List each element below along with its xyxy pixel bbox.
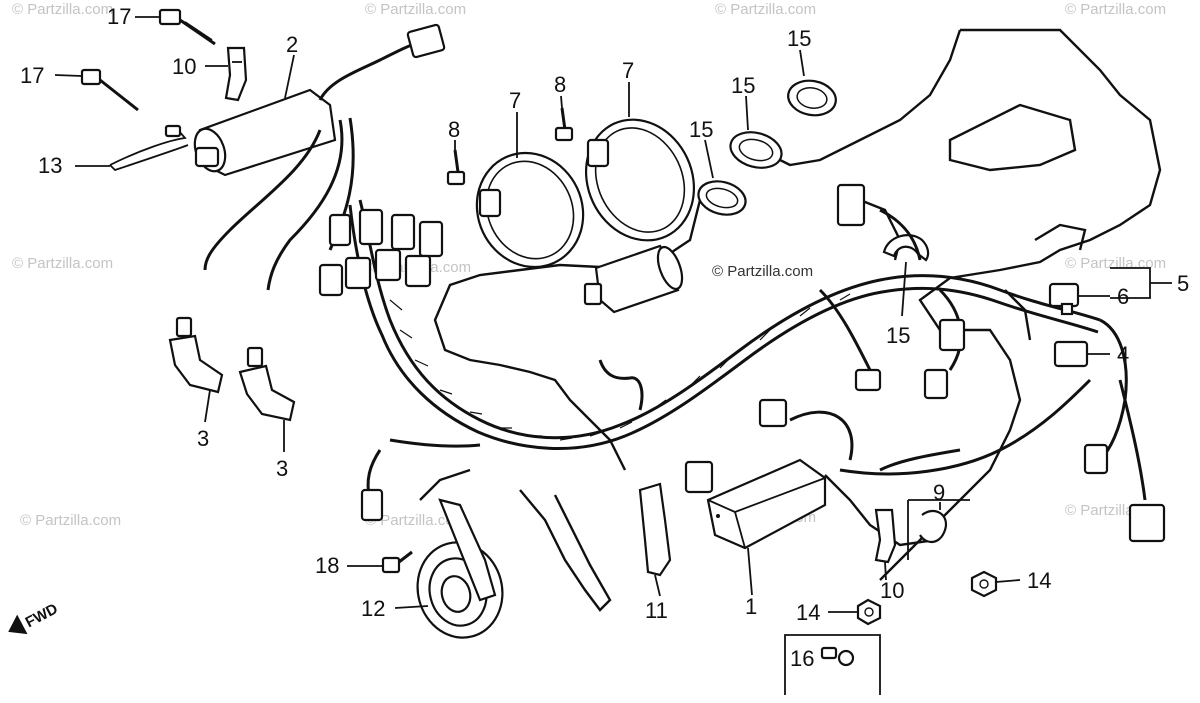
- wire-harness: [348, 199, 1147, 501]
- spark-plug-cap-3-left: [168, 316, 224, 394]
- clamp-15-a: [697, 180, 747, 216]
- watermarks: © Partzilla.com © Partzilla.com © Partzi…: [12, 1, 1166, 529]
- nut-14-right: [970, 570, 998, 598]
- callout-16: 16: [790, 646, 814, 671]
- callout-12: 12: [361, 596, 385, 621]
- clip-10-upper: [224, 46, 248, 102]
- callout-15: 15: [689, 117, 713, 142]
- wire-clip-13: [109, 124, 189, 172]
- band-7-left: [475, 151, 585, 269]
- leader-lines: [54, 16, 1110, 613]
- clamp-15-c: [787, 79, 837, 117]
- clamp-15-d: [882, 234, 930, 262]
- callout-18: 18: [315, 553, 339, 578]
- bolt-17-lower: [80, 68, 139, 112]
- callout-11: 11: [645, 598, 668, 623]
- igniter-unit-1: [706, 458, 827, 550]
- connector-cluster: [318, 183, 1166, 543]
- callout-14: 14: [1027, 568, 1051, 593]
- nut-14-bottom: [856, 598, 882, 626]
- bolt-18: [381, 550, 413, 574]
- bracket-11: [638, 482, 672, 577]
- callout-15: 15: [886, 323, 910, 348]
- callout-4: 4: [1117, 342, 1129, 367]
- callout-1: 1: [745, 594, 757, 619]
- callout-2: 2: [286, 32, 298, 57]
- callout-9: 9: [933, 480, 945, 505]
- fwd-arrow-icon: [8, 614, 28, 635]
- fwd-label: FWD: [23, 600, 61, 631]
- fwd-arrow-indicator: FWD: [8, 600, 61, 635]
- watermark-text: © Partzilla.com: [12, 255, 113, 272]
- callout-7: 7: [509, 88, 521, 113]
- callout-3: 3: [276, 456, 288, 481]
- module-cylinder: [583, 244, 684, 314]
- relay-6: [1048, 282, 1080, 316]
- callout-7: 7: [622, 58, 634, 83]
- callout-15: 15: [787, 26, 811, 51]
- callout-3: 3: [197, 426, 209, 451]
- callout-8: 8: [448, 117, 460, 142]
- callout-15: 15: [731, 73, 755, 98]
- horn-12: [416, 498, 504, 639]
- clamp-15-b: [729, 131, 783, 169]
- callout-10: 10: [172, 54, 196, 79]
- watermark-text: © Partzilla.com: [365, 512, 466, 529]
- callout-10: 10: [880, 578, 904, 603]
- ignition-coil-2: [193, 23, 446, 291]
- watermark-text: © Partzilla.com: [12, 1, 113, 18]
- callout-5: 5: [1177, 271, 1189, 296]
- watermark-text: © Partzilla.com: [365, 1, 466, 18]
- watermark-text: © Partzilla.com: [1065, 1, 1166, 18]
- callout-13: 13: [38, 153, 62, 178]
- watermark-text: © Partzilla.com: [1065, 255, 1166, 272]
- clip-9-bracket: [907, 499, 970, 560]
- watermark-center-text: © Partzilla.com: [712, 263, 813, 280]
- callout-17: 17: [107, 4, 131, 29]
- clip-10-lower: [874, 508, 897, 564]
- screw-8-left: [446, 149, 466, 186]
- callout-6: 6: [1117, 284, 1129, 309]
- callout-17: 17: [20, 63, 44, 88]
- watermark-text: © Partzilla.com: [20, 512, 121, 529]
- callout-8: 8: [554, 72, 566, 97]
- part-16-box: [784, 634, 881, 695]
- callout-14: 14: [796, 600, 820, 625]
- band-7-right: [584, 118, 696, 242]
- bolt-17-upper: [158, 8, 216, 46]
- callout-labels: 17 10 2 17 13 3 3 8 7 8 7 15 15 15 15 5 …: [20, 4, 1189, 671]
- screw-8-right: [554, 107, 574, 142]
- spark-plug-cap-3-right: [238, 346, 296, 422]
- bracket-5: [1110, 267, 1172, 299]
- watermark-text: © Partzilla.com: [715, 1, 816, 18]
- switch-4: [1053, 340, 1089, 368]
